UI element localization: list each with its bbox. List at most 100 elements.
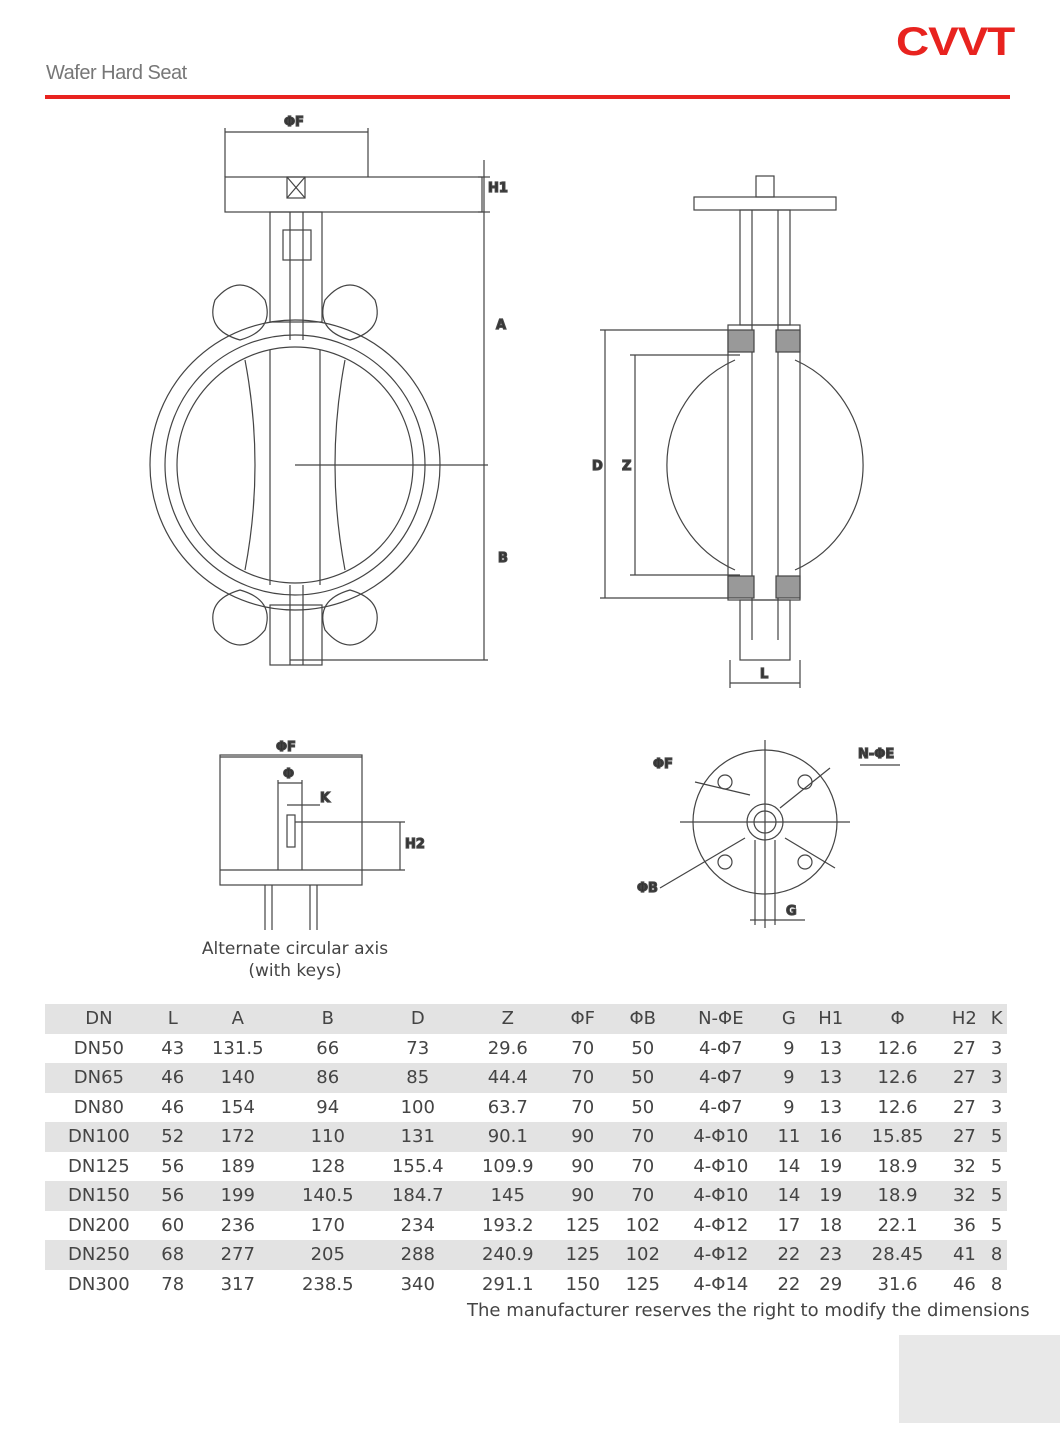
table-cell: 52 (161, 1126, 185, 1148)
table-cell: 13 (819, 1037, 843, 1059)
table-cell: 86 (316, 1067, 340, 1089)
table-cell: 4-Φ10 (693, 1185, 749, 1207)
dim-phiF: ΦF (284, 115, 304, 130)
gray-block (899, 1335, 1060, 1423)
table-cell: 11 (777, 1126, 801, 1148)
table-cell: 36 (952, 1214, 976, 1236)
table-cell: DN80 (73, 1096, 124, 1118)
table-cell: 15.85 (871, 1126, 924, 1148)
table-cell: 140.5 (301, 1185, 354, 1207)
column-header: H1 (818, 1008, 844, 1030)
detail-phiF: ΦF (276, 740, 296, 755)
table-cell: 56 (161, 1155, 185, 1177)
table-cell: 131 (400, 1126, 435, 1148)
table-cell: 240.9 (481, 1244, 534, 1266)
header-divider (45, 95, 1010, 99)
detail-caption: Alternate circular axis (with keys) (180, 938, 410, 982)
table-cell: 4-Φ14 (693, 1273, 749, 1295)
table-cell: 18.9 (877, 1185, 918, 1207)
table-cell: 154 (220, 1096, 255, 1118)
column-header: N-ΦE (698, 1008, 744, 1030)
table-cell: 70 (631, 1126, 655, 1148)
table-cell: 28.45 (871, 1244, 924, 1266)
table-cell: 14 (777, 1155, 801, 1177)
column-header: H2 (951, 1008, 977, 1030)
flange-phiB: ΦB (637, 881, 658, 896)
table-cell: 4-Φ12 (693, 1214, 749, 1236)
detail-K: K (320, 791, 331, 806)
table-cell: 22 (777, 1273, 801, 1295)
table-cell: 3 (990, 1096, 1003, 1118)
column-header: L (167, 1008, 178, 1030)
table-cell: DN250 (68, 1244, 130, 1266)
table-cell: 27 (952, 1037, 976, 1059)
technical-drawing: ΦF H1 A B D Z L ΦF Φ K H2 (149, 114, 900, 930)
table-cell: 4-Φ7 (699, 1067, 743, 1089)
table-cell: 29.6 (487, 1037, 528, 1059)
table-cell: 18 (819, 1214, 843, 1236)
table-cell: 5 (990, 1126, 1003, 1148)
table-cell: 13 (819, 1096, 843, 1118)
table-cell: 14 (777, 1185, 801, 1207)
table-cell: 56 (161, 1185, 185, 1207)
table-cell: 4-Φ7 (699, 1096, 743, 1118)
table-cell: 90 (571, 1126, 595, 1148)
table-cell: 8 (990, 1244, 1003, 1266)
table-cell: 13 (819, 1067, 843, 1089)
table-cell: 70 (571, 1037, 595, 1059)
table-cell: 4-Φ12 (693, 1244, 749, 1266)
table-cell: 31.6 (877, 1273, 918, 1295)
table-cell: 170 (310, 1214, 345, 1236)
table-cell: 9 (783, 1037, 795, 1059)
table-cell: 125 (625, 1273, 660, 1295)
table-cell: DN100 (68, 1126, 130, 1148)
table-cell: 4-Φ10 (693, 1155, 749, 1177)
table-cell: 150 (565, 1273, 600, 1295)
column-header: DN (85, 1008, 113, 1030)
table-cell: 9 (783, 1067, 795, 1089)
column-header: Φ (890, 1008, 905, 1030)
table-cell: 50 (631, 1067, 655, 1089)
table-cell: 12.6 (877, 1037, 918, 1059)
table-cell: 4-Φ7 (699, 1037, 743, 1059)
table-cell: 193.2 (481, 1214, 534, 1236)
table-cell: 27 (952, 1067, 976, 1089)
table-cell: 70 (631, 1155, 655, 1177)
table-cell: 189 (220, 1155, 255, 1177)
table-cell: 12.6 (877, 1096, 918, 1118)
table-cell: 19 (819, 1155, 843, 1177)
table-cell: 32 (952, 1185, 976, 1207)
dim-H1: H1 (488, 181, 508, 196)
table-cell: DN200 (68, 1214, 130, 1236)
table-cell: 90.1 (487, 1126, 528, 1148)
table-cell: 340 (400, 1273, 435, 1295)
table-cell: 236 (220, 1214, 255, 1236)
table-cell: 12.6 (877, 1067, 918, 1089)
table-cell: 44.4 (487, 1067, 528, 1089)
table-cell: 43 (161, 1037, 185, 1059)
column-header: ΦB (629, 1008, 657, 1030)
table-cell: 100 (400, 1096, 435, 1118)
table-cell: 41 (952, 1244, 976, 1266)
table-cell: DN50 (73, 1037, 124, 1059)
table-cell: 128 (310, 1155, 345, 1177)
table-cell: 140 (220, 1067, 255, 1089)
table-cell: 172 (220, 1126, 255, 1148)
table-cell: 205 (310, 1244, 345, 1266)
flange-NphiE: N-ΦE (858, 747, 894, 762)
column-header: K (990, 1008, 1003, 1030)
table-cell: 19 (819, 1185, 843, 1207)
table-cell: 78 (161, 1273, 185, 1295)
dim-B: B (498, 551, 508, 566)
table-cell: 66 (316, 1037, 340, 1059)
table-cell: 50 (631, 1096, 655, 1118)
table-cell: 85 (406, 1067, 430, 1089)
side-view (600, 175, 864, 688)
table-cell: DN300 (68, 1273, 130, 1295)
column-header: G (781, 1008, 796, 1030)
table-cell: 27 (952, 1126, 976, 1148)
